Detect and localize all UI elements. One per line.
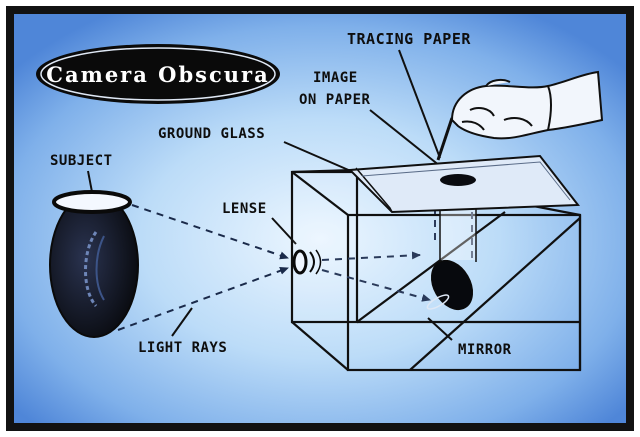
box-top-edge (291, 168, 356, 174)
title-badge: Camera Obscura (36, 44, 280, 104)
internal-ray-lower (321, 269, 431, 302)
label-ground-glass: GROUND GLASS (158, 126, 265, 142)
label-image-on-paper-line1: IMAGE (313, 70, 358, 86)
lens (292, 249, 322, 275)
label-image-on-paper-line2: ON PAPER (299, 92, 371, 108)
leader-tracing-paper (398, 49, 441, 159)
camera-box (290, 168, 582, 372)
mirror-line-front (356, 211, 506, 323)
label-tracing-paper: TRACING PAPER (347, 30, 471, 48)
label-lense: LENSE (222, 201, 267, 217)
mirror-line-back (409, 217, 581, 371)
light-rays (117, 204, 289, 331)
leader-light-rays (171, 307, 193, 337)
internal-ray-upper (321, 251, 421, 261)
label-mirror: MIRROR (458, 342, 512, 358)
light-ray-lower (117, 266, 289, 331)
light-ray-upper (131, 204, 289, 260)
image-on-paper (440, 174, 476, 186)
hand-with-pencil (436, 70, 604, 161)
leader-subject (87, 170, 93, 193)
leader-image-on-paper (369, 109, 441, 167)
mirror-image (426, 260, 474, 310)
diagram-title: Camera Obscura (46, 62, 269, 87)
subject-vase (49, 190, 139, 338)
pencil (436, 117, 454, 161)
tracing-paper-sheet (347, 154, 580, 214)
label-subject: SUBJECT (50, 153, 113, 169)
label-light-rays: LIGHT RAYS (138, 340, 227, 356)
